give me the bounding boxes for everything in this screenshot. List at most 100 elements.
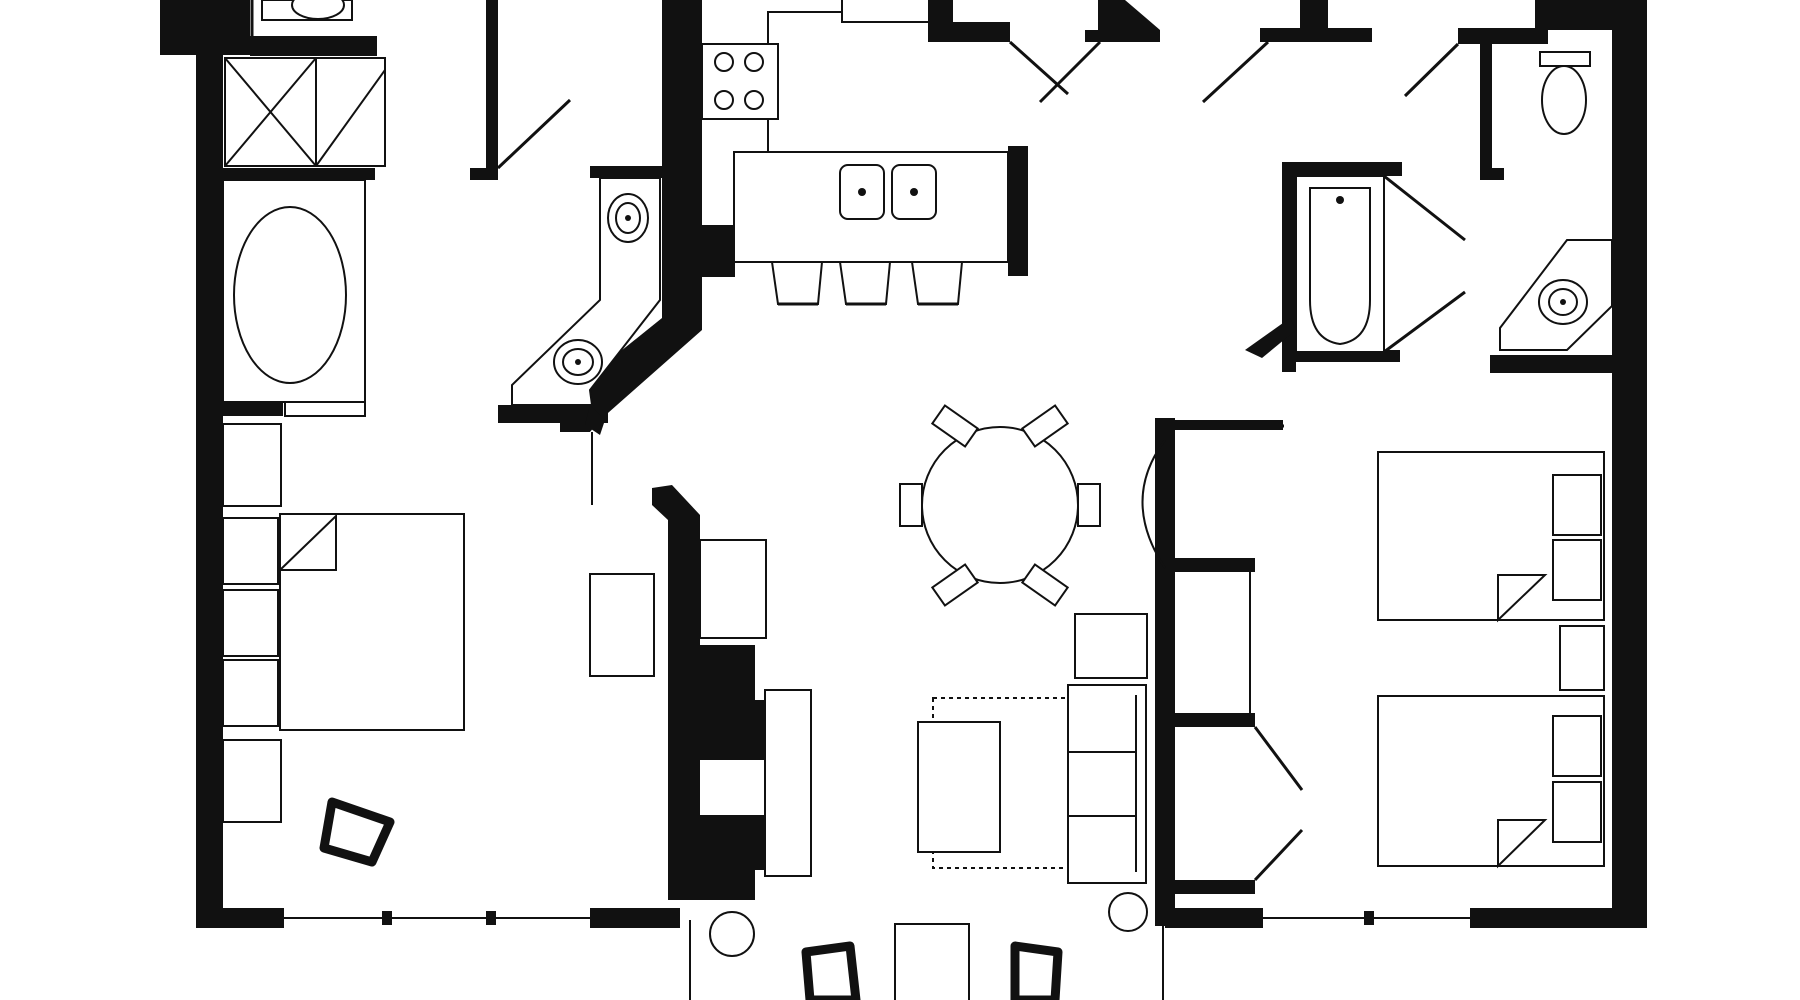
bottom-left-wall [196,908,284,928]
windows [284,911,1470,1000]
bottom-mid-left-wall [590,908,680,928]
closet-door-swing-1 [1253,726,1304,791]
living-area [699,424,1284,957]
bathroom-left [222,0,386,417]
bed-left-fold [277,513,337,571]
bathtub-right-basin [1309,187,1371,346]
fireplace-block-lower [700,815,765,900]
armchair-left [319,797,395,867]
bottom-right-wall [1470,908,1647,928]
dining-chairs [899,404,1101,607]
diagonal-wall [560,300,702,432]
fireplace-cabinet [699,539,767,639]
toilet-stub-foot [1480,168,1504,180]
burner-1 [714,52,734,72]
pillow-1 [222,589,279,657]
kitchen-fridge [841,0,931,23]
dining-table [921,426,1079,584]
top-wall-1 [928,0,1010,42]
dining-chair-5 [930,563,980,607]
closet-wall-foot [470,168,498,180]
left-outer-wall [196,28,223,925]
bedroom-left [222,423,655,867]
door-swing-4 [1403,42,1460,98]
right-bath-bottom-wall [1490,355,1620,373]
burner-4 [744,90,764,110]
toilet-tank-right [1539,51,1591,67]
toilet-top-icon [291,0,345,20]
fireplace-block-upper [700,645,765,760]
door-swing-1 [1008,40,1070,96]
kitchen-wall-notch [700,225,735,277]
right-bath-left-wall [1282,162,1402,176]
balcony-table [894,923,970,1000]
balcony [801,923,1063,1000]
dining-chair-2 [1020,404,1070,448]
bed-right-1-pillow-2 [1552,539,1602,601]
sofa [1067,684,1147,884]
balcony-chair-right [1010,941,1063,1000]
tub-basin [233,206,347,384]
coffee-table [917,721,1001,853]
tub-door-swing-2 [1383,290,1466,354]
top-left-wall-block [160,0,250,55]
vanity-bottom-wall [498,405,608,423]
toilet-bowl-right [1541,65,1587,135]
window-mullion-3 [1364,911,1374,925]
nightstand-2 [222,739,282,823]
tub-step [284,401,366,417]
right-bath-angle [1245,318,1296,358]
bar-stool-1 [770,261,824,305]
vanity-wall-joint [585,405,605,435]
closet-door-left [496,98,572,170]
bar-stools [770,261,964,306]
top-wall-2 [1085,0,1160,42]
kitchen [701,0,1009,306]
right-bath-side-wall [1282,162,1296,372]
vanity-top-wall [590,166,666,178]
door-swing-2 [1038,40,1102,104]
bed-right-2-pillow-2 [1552,781,1602,843]
stove [701,43,779,120]
bottom-mid-right-wall [1165,908,1263,928]
tub-door-swing-1 [1383,174,1466,242]
side-table [1074,613,1148,679]
fireplace-wall [652,485,700,900]
bed-right-2-pillow-1 [1552,715,1602,777]
dining-chair-6 [1020,563,1070,607]
top-left-ledge [250,36,377,56]
top-wall-3 [1260,0,1372,42]
bed-right-1-fold [1497,574,1548,623]
window-mullion-2 [486,911,496,925]
bar-stool-3 [910,261,964,305]
shower-divider-wall [223,168,375,180]
burner-3 [714,90,734,110]
right-outer-wall [1612,0,1647,928]
dining-chair-1 [930,404,980,448]
pillow-2 [222,659,279,727]
pocket-door-arc [1141,439,1166,569]
lamp-right [1108,892,1148,932]
kitchen-left-wall [662,0,702,310]
shower-stall [224,57,386,167]
bathtub-right-drain [1336,196,1344,204]
bed-right-1-pillow-1 [1552,474,1602,536]
closet-wall-top [486,0,498,180]
shower-door [315,69,386,167]
lamp-left [709,911,755,957]
closet-shelf-2 [1175,713,1255,727]
bar-stool-2 [838,261,892,305]
closet-shelf-1 [1175,558,1255,572]
balcony-chair-left [801,941,861,1000]
window-mullion-1 [382,911,392,925]
dresser-top [222,423,282,507]
island-end-cap [1008,146,1028,276]
right-partition-wall [1155,418,1175,926]
top-right-block [1535,0,1647,30]
dining-area [899,404,1101,607]
desk [589,573,655,677]
walls [160,0,1647,928]
dining-chair-3 [899,483,923,527]
kitchen-counter-top [702,0,843,45]
